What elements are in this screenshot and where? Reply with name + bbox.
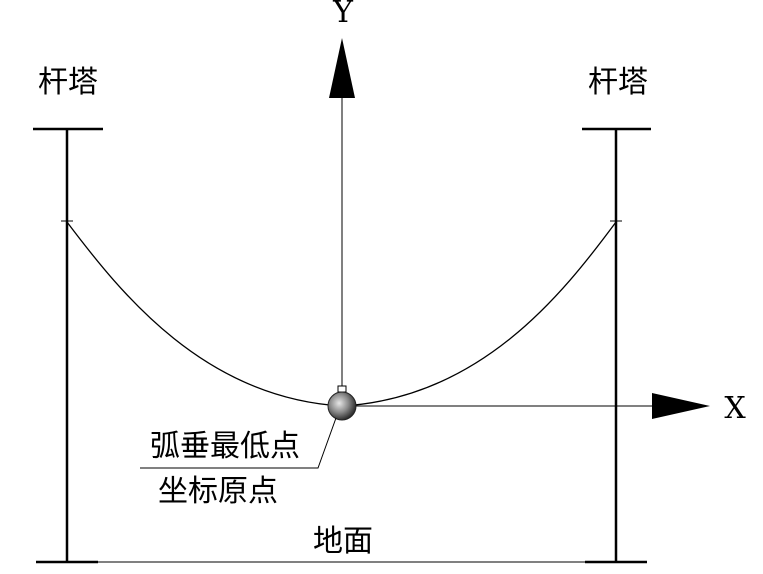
axis-y-label: Y xyxy=(332,0,354,30)
tower-left-label: 杆塔 xyxy=(38,65,98,100)
origin-ball xyxy=(327,391,357,421)
x-axis-arrow xyxy=(652,393,710,419)
y-axis-base-mark xyxy=(337,385,347,393)
x-axis xyxy=(355,393,710,419)
origin-label-line2: 坐标原点 xyxy=(158,474,278,509)
tower-right-label: 杆塔 xyxy=(588,65,648,100)
axis-x-label: X xyxy=(724,391,746,426)
right-tower xyxy=(582,127,651,564)
left-tower xyxy=(33,127,103,564)
y-axis-arrow xyxy=(329,38,355,98)
origin-leader-line xyxy=(140,417,337,469)
origin-label-line1: 弧垂最低点 xyxy=(150,429,300,464)
ground-label: 地面 xyxy=(313,524,373,559)
y-axis xyxy=(329,38,355,393)
